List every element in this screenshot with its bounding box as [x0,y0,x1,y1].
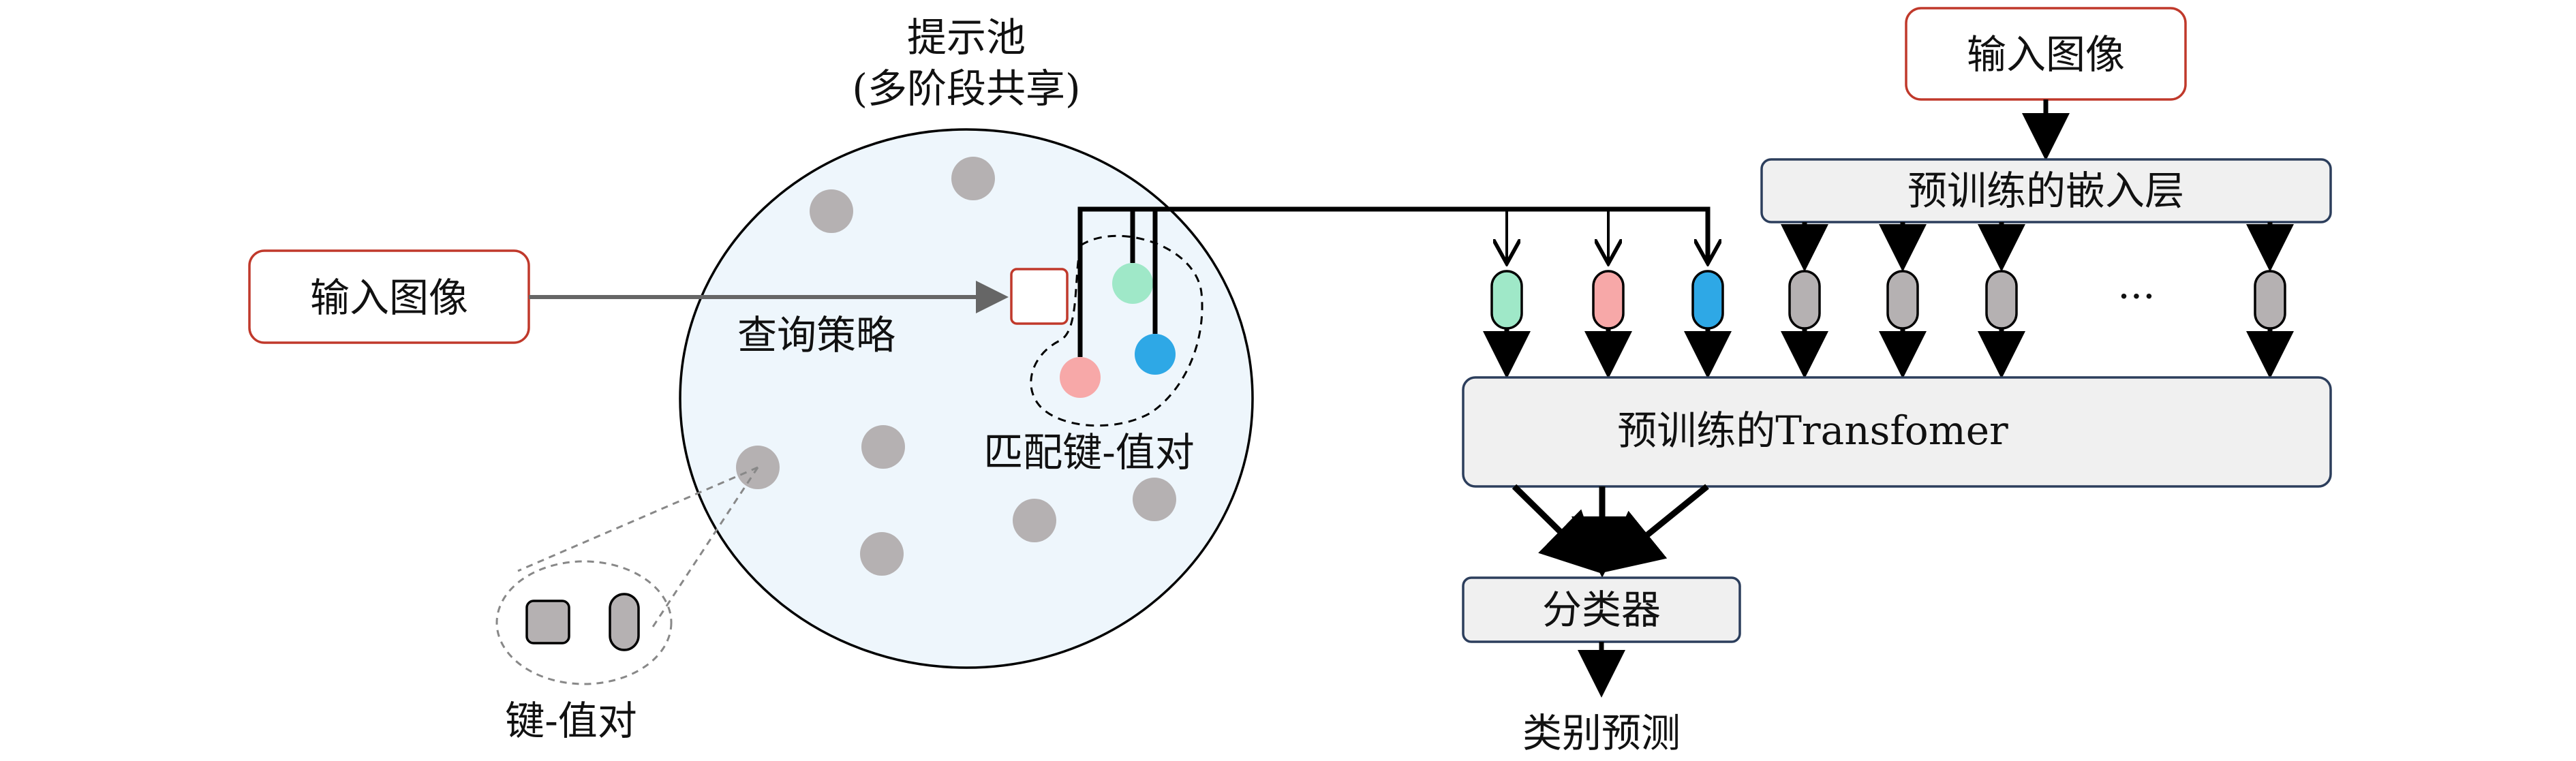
embedding-layer-box [1760,158,2332,223]
prompt-dot [951,157,995,200]
value-icon [609,593,640,651]
prompt-dot [810,189,853,233]
token-arrows [1483,328,2294,379]
image-token [1886,270,1919,330]
token-ellipsis: ··· [2117,273,2155,320]
prompt-token-green [1490,270,1523,330]
prompt-dot [861,425,905,469]
embedding-layer-label: 预训练的嵌入层 [1907,168,2184,214]
matched-blue-dot [1135,334,1176,375]
matched-group-outline [1030,234,1203,427]
prompt-dot [860,532,904,576]
key-value-zoom-ellipse [495,560,673,685]
image-token [1985,270,2018,330]
prompt-dot [1133,478,1176,521]
prediction-label: 类别预测 [1522,710,1681,756]
embedding-arrows [1781,222,2294,272]
query-strategy-label: 查询策略 [737,312,895,358]
image-token [1788,270,1821,330]
zoom-line [517,466,758,572]
image-token [2254,270,2286,330]
transformer-to-classifier-arrows [1512,484,1709,578]
key-value-label: 键-值对 [505,698,637,744]
prompt-token-blue [1691,270,1724,330]
matched-pairs-label: 匹配键-值对 [983,429,1195,476]
matched-pink-dot [1060,357,1101,398]
prompt-pool-title: 提示池 [907,14,1026,61]
token-row [1490,270,2286,330]
transformer-label: 预训练的Transfomer [1617,407,2008,454]
key-icon [525,600,570,644]
transformer-box [1462,376,2332,488]
input-image-label-left: 输入图像 [310,275,468,321]
key-value-legend: 键-值对 [495,466,759,744]
query-box [1010,268,1069,325]
matched-green-dot [1112,263,1153,304]
prompt-routing [1077,206,1708,357]
prompt-pool: 提示池 (多阶段共享) 查询策略 匹配键-值对 [679,14,1254,669]
prompt-pool-ellipse [679,128,1254,669]
prompt-dot [1013,499,1056,542]
prompt-token-pink [1592,270,1625,330]
input-image-label-right: 输入图像 [1967,31,2125,78]
classifier-label: 分类器 [1542,587,1661,633]
prompt-pool-subtitle: (多阶段共享) [852,65,1080,112]
